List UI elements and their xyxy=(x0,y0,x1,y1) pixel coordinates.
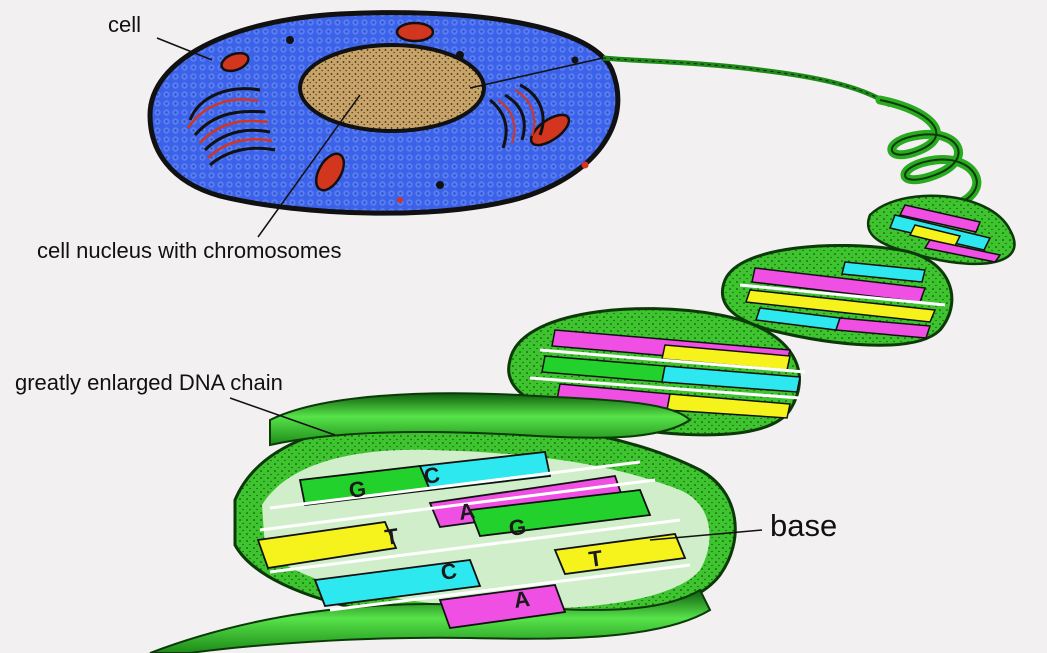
label-cell: cell xyxy=(108,14,141,36)
label-base: base xyxy=(770,510,837,541)
cell-nucleus xyxy=(300,45,484,131)
cell-illustration xyxy=(150,13,618,214)
mitochondrion-1 xyxy=(397,23,433,41)
label-dna-chain: greatly enlarged DNA chain xyxy=(15,372,283,394)
base-letter-g2: G xyxy=(507,514,527,541)
helix-turn-front: G C A T G C T A xyxy=(150,393,735,653)
label-nucleus: cell nucleus with chromosomes xyxy=(37,240,341,262)
base-letter-g1: G xyxy=(347,476,367,503)
coiled-dna-strand xyxy=(603,58,977,205)
